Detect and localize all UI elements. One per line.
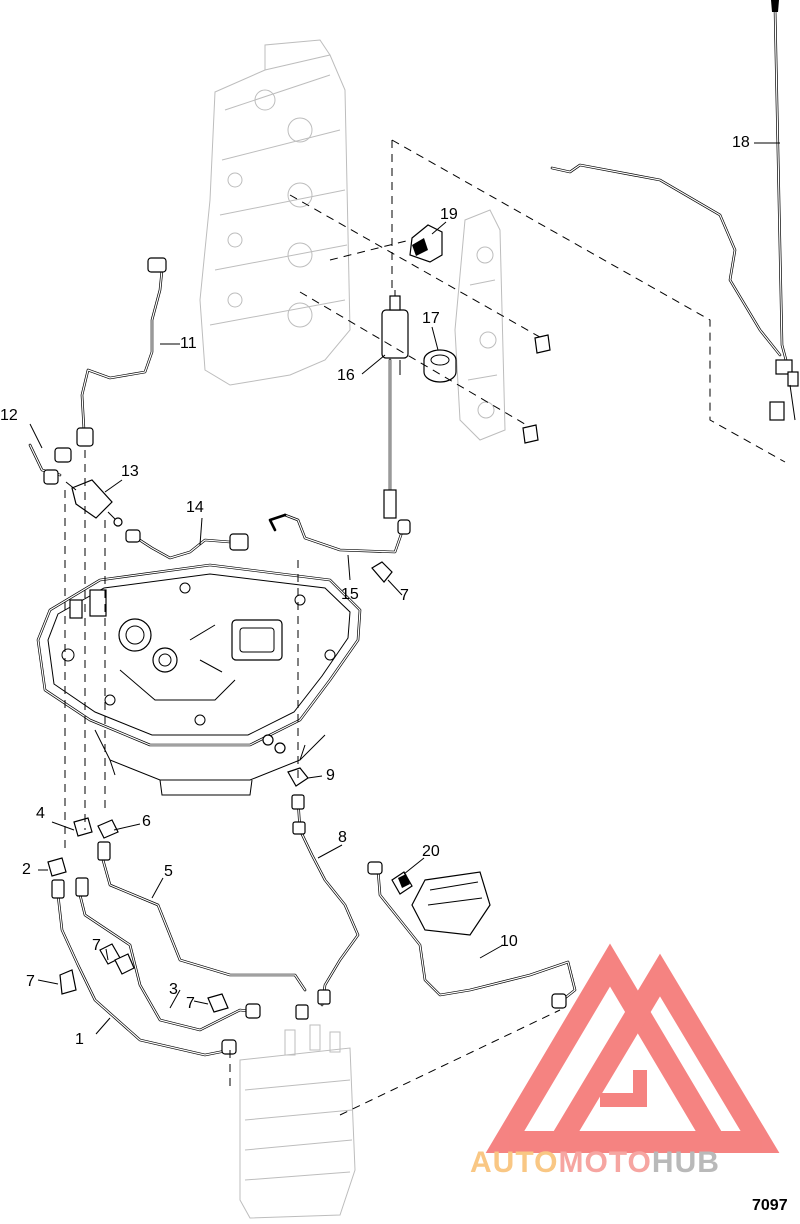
callout-12: 12: [0, 407, 18, 424]
part-19-sensor: [409, 224, 443, 263]
callout-20: 20: [422, 843, 440, 860]
part-16-filter: [381, 290, 409, 519]
mounting-bracket: [454, 209, 506, 441]
callout-1: 1: [75, 1031, 84, 1048]
part-12-elbow: [28, 443, 72, 485]
callout-2: 2: [22, 861, 31, 878]
callout-4: 4: [36, 805, 45, 822]
figure-number: 7097: [752, 1197, 788, 1214]
callout-14: 14: [186, 499, 204, 516]
callout-7-left: 7: [26, 973, 35, 990]
part-11-hose: [76, 257, 167, 447]
watermark-part-3: HUB: [651, 1146, 720, 1179]
part-18-cable: [550, 0, 799, 421]
callout-8: 8: [338, 829, 347, 846]
part-17-clamp: [423, 349, 457, 383]
lower-fuel-unit: [239, 1024, 356, 1219]
callout-19: 19: [440, 206, 458, 223]
part-1-3-5-hoses: [51, 841, 307, 1057]
callout-7-lower: 7: [186, 995, 195, 1012]
part-10-tube: [367, 861, 577, 1009]
part-15-tube: [268, 513, 411, 554]
callout-13: 13: [121, 463, 139, 480]
part-13-inline-filter: [65, 479, 123, 527]
callout-5: 5: [164, 863, 173, 880]
callout-11: 11: [180, 335, 197, 352]
part-20-module: [391, 871, 491, 936]
callout-9: 9: [326, 767, 335, 784]
callout-15: 15: [341, 586, 359, 603]
engine-block-outline: [199, 39, 351, 386]
callout-7-upper: 7: [400, 587, 409, 604]
callout-16: 16: [337, 367, 355, 384]
watermark-part-2: MOTO: [558, 1146, 652, 1179]
callout-6: 6: [142, 813, 151, 830]
callout-10: 10: [500, 933, 518, 950]
callout-leaders: [29, 142, 780, 1035]
adapter-plate: [36, 563, 362, 796]
callout-7-mid: 7: [92, 937, 101, 954]
clip-parts: [47, 561, 393, 1013]
watermark-part-1: AUTO: [470, 1146, 559, 1179]
callout-3: 3: [169, 981, 178, 998]
part-8-tube: [291, 794, 360, 1020]
bolts: [522, 334, 551, 444]
callout-17: 17: [422, 310, 440, 327]
callout-18: 18: [732, 134, 750, 151]
alignment-dashed-lines: [64, 139, 786, 1116]
part-14-hose: [125, 529, 249, 560]
watermark-text: AUTOMOTOHUB: [470, 1146, 720, 1180]
watermark-logo-icon: [485, 943, 780, 1153]
